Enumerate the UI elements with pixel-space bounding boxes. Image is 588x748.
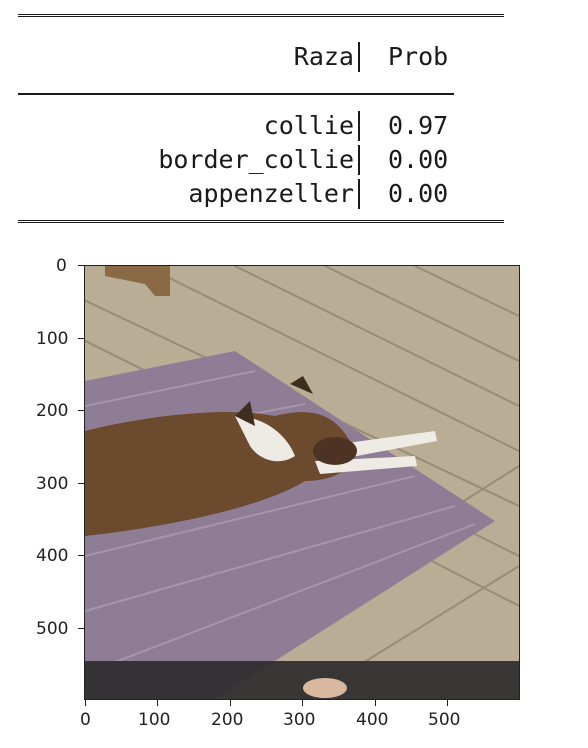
y-tick-mark: [78, 483, 84, 484]
breed-prob: 0.00: [388, 179, 449, 208]
x-tick-label: 200: [211, 710, 244, 730]
y-tick-label: 100: [36, 329, 69, 349]
breed-name: collie: [263, 111, 354, 140]
y-tick-mark: [78, 410, 84, 411]
x-tick-mark: [447, 700, 448, 706]
y-tick-mark: [78, 628, 84, 629]
plot-axes: [84, 265, 520, 700]
column-separator: [358, 145, 360, 175]
x-tick-mark: [230, 700, 231, 706]
y-tick-mark: [78, 265, 84, 266]
header-prob: Prob: [388, 42, 449, 71]
breed-prob: 0.00: [388, 145, 449, 174]
x-tick-mark: [375, 700, 376, 706]
column-separator: [358, 42, 360, 72]
x-tick-mark: [302, 700, 303, 706]
y-tick-label: 200: [36, 401, 69, 421]
x-tick-mark: [85, 700, 86, 706]
column-separator: [358, 111, 360, 141]
header-breed: Raza: [293, 42, 354, 71]
header-rule: [18, 93, 454, 95]
breed-name: border_collie: [158, 145, 354, 174]
output-console: Raza Prob collie 0.97 border_collie 0.00…: [0, 0, 588, 240]
bottom-double-rule: [18, 220, 504, 227]
y-tick-mark: [78, 555, 84, 556]
y-tick-label: 300: [36, 474, 69, 494]
x-tick-label: 300: [283, 710, 316, 730]
y-tick-mark: [78, 338, 84, 339]
breed-prob: 0.97: [388, 111, 449, 140]
y-tick-label: 0: [56, 256, 67, 276]
dog-on-rug-photo: [85, 266, 519, 699]
x-tick-label: 100: [138, 710, 171, 730]
x-tick-label: 400: [356, 710, 389, 730]
y-tick-label: 500: [36, 619, 69, 639]
y-tick-label: 400: [36, 546, 69, 566]
image-plot: 0 100 200 300 400 500 0 100 200 300 400 …: [0, 250, 588, 748]
top-double-rule: [18, 14, 504, 21]
breed-name: appenzeller: [188, 179, 354, 208]
x-tick-label: 500: [428, 710, 461, 730]
x-tick-mark: [157, 700, 158, 706]
column-separator: [358, 179, 360, 209]
x-tick-label: 0: [80, 710, 91, 730]
